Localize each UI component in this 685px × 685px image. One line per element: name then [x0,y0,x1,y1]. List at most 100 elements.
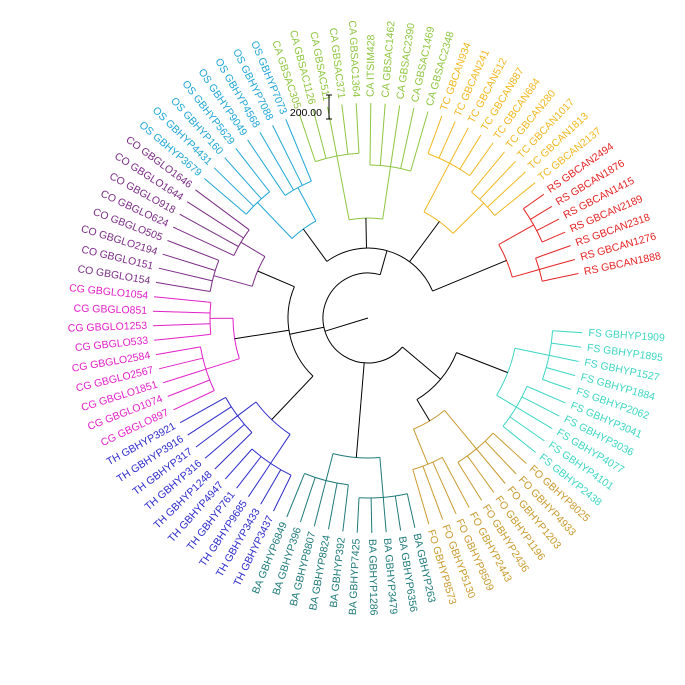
leaf-stem [232,424,245,435]
leaf-stem [236,233,244,239]
clade-stem [234,329,289,340]
leaf-branch [481,454,506,484]
leaf-stem [230,415,238,421]
leaf-stem [301,473,305,482]
leaf-branch [204,433,234,459]
subclade-stem [270,434,291,464]
leaf-stem [539,264,554,270]
group-stem [402,346,441,380]
leaf-stem [479,188,491,200]
root-stem [324,317,369,332]
leaf-branch [381,103,386,151]
leaf-stem [457,462,463,470]
leaf-label: CG GBGLO851 [73,303,147,317]
scale-bar: 200.00 [290,94,332,120]
leaf-stem [516,406,524,412]
leaf-branch [403,107,415,155]
leaf-branch [391,105,401,159]
leaf-branch [298,114,314,155]
leaf-branch [444,121,456,145]
leaf-stem [226,251,235,256]
leaf-branch [342,492,348,532]
leaf-stem [535,254,544,259]
leaf-branch [445,464,470,508]
leaf-label: CA ITSIM428 [365,34,378,97]
leaf-stem [410,163,414,172]
leaf-stem [272,469,282,483]
leaf-stem [438,144,446,159]
group-arc [416,352,457,400]
leaf-branch [260,482,274,505]
leaf-branch [498,438,527,464]
leaf-stem [287,474,292,483]
subclade-arc [315,152,360,163]
leaf-branch [155,281,203,291]
subclade-stem [512,269,540,278]
leaf-stem [242,195,254,207]
leaf-stem [382,497,385,506]
leaf-branch [508,430,537,453]
leaf-branch [560,371,576,377]
leaf-branch [542,205,553,213]
leaf-branch [173,393,208,411]
leaf-branch [549,273,579,280]
leaf-stem [542,378,551,383]
leaf-branch [214,437,247,470]
leaf-branch [313,488,325,527]
leaf-stem [321,143,327,159]
leaf-branch [162,253,208,269]
leaf-stem [469,168,475,176]
subclade-stem [452,202,485,234]
leaf-stem [449,155,454,164]
leaf-stem [526,385,535,390]
leaf-stem [466,455,477,469]
leaf-stem [218,396,226,402]
leaf-stem [487,201,494,208]
leaf-branch [341,104,347,140]
leaf-stem [502,425,510,432]
tree-branches [153,102,583,534]
leaf-branch [172,226,227,253]
leaf-label: BA GBHYP1286 [366,539,379,616]
leaf-branch [452,127,469,157]
leaf-stem [476,448,482,456]
leaf-stem [265,463,272,471]
leaf-stem [225,238,239,247]
leaf-stem [192,346,201,349]
leaf-branch [158,361,189,370]
leaf-branch [369,102,372,158]
leaf-branch [522,410,553,430]
leaf-stem [552,330,561,332]
leaf-stem [441,457,447,465]
leaf-stem [333,483,338,498]
leaf-stem [204,254,219,261]
subclade-stem [498,224,534,245]
leaf-branch [179,400,219,424]
leaf-stem [305,167,312,182]
leaf-stem [432,461,440,477]
subclade-stem [336,155,350,220]
subclade-stem [382,166,391,220]
leaf-branch [187,414,219,436]
leaf-branch [522,425,545,442]
leaf-branch [383,505,387,533]
group-stem [289,326,325,335]
leaf-branch [566,344,582,348]
leaf-branch [543,218,560,228]
leaf-stem [536,226,545,232]
leaf-stem [285,176,295,191]
leaf-branch [154,334,203,341]
leaf-branch [412,111,429,164]
subclade-stem [325,453,334,481]
leaf-stem [494,205,507,216]
leaf-stem [260,179,270,193]
leaf-stem [202,333,211,336]
leaf-branch [476,151,505,187]
leaf-label: BA GBHYP3479 [381,538,399,615]
leaf-branch [495,451,517,475]
leaf-stem [195,323,211,325]
leaf-stem [195,379,210,386]
clade-stem [416,399,431,422]
